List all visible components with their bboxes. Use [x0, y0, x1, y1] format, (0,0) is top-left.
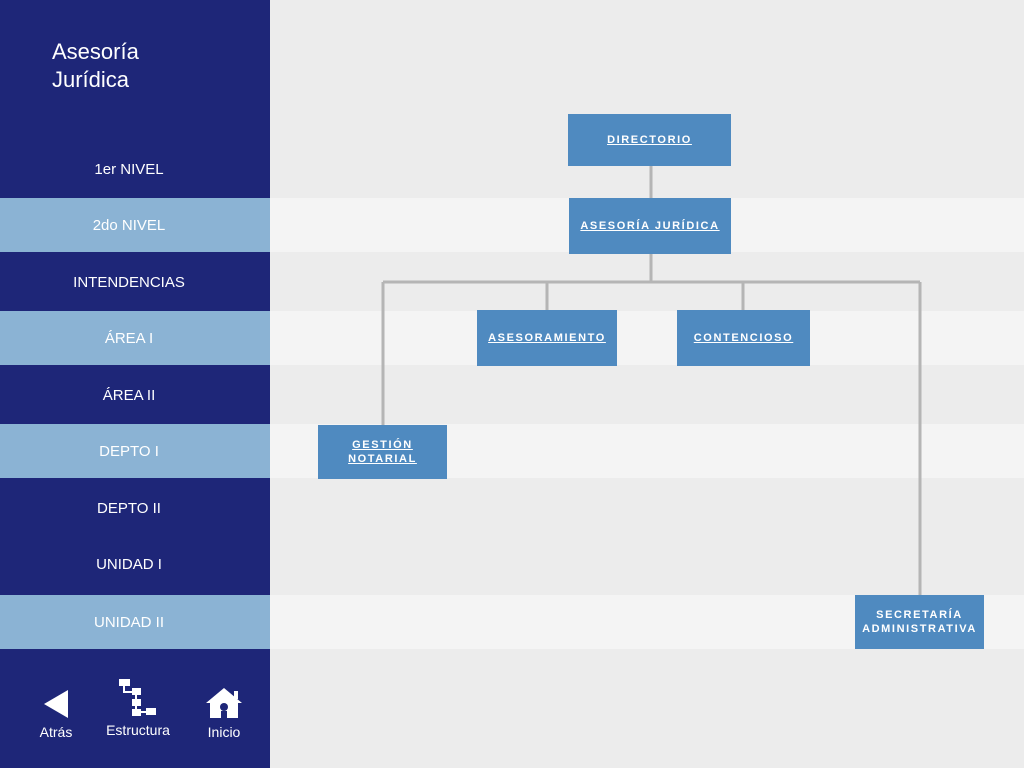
level-depto-ii[interactable]: DEPTO II [0, 481, 270, 535]
level-area-ii[interactable]: ÁREA II [0, 368, 270, 422]
level-label: DEPTO II [97, 499, 161, 517]
node-label: DIRECTORIO [607, 134, 692, 146]
home-button[interactable]: Inicio [184, 670, 264, 740]
node-label: SECRETARÍA ADMINISTRATIVA [862, 609, 977, 635]
node-asesoria-juridica[interactable]: ASESORÍA JURÍDICA [569, 198, 731, 254]
structure-button[interactable]: Estructura [98, 668, 178, 738]
structure-label: Estructura [106, 722, 170, 738]
org-structure-icon [119, 679, 156, 716]
node-secretaria-administrativa[interactable]: SECRETARÍA ADMINISTRATIVA [855, 595, 984, 649]
level-label: ÁREA I [104, 329, 154, 347]
sidebar: Asesoría Jurídica 1er NIVEL 2do NIVEL IN… [0, 0, 270, 768]
level-area-i[interactable]: ÁREA I [0, 311, 270, 365]
node-label: ASESORÍA JURÍDICA [580, 220, 720, 232]
level-label: ÁREA II [102, 386, 156, 404]
node-directorio[interactable]: DIRECTORIO [568, 114, 731, 166]
level-label: UNIDAD II [93, 613, 164, 631]
home-label: Inicio [207, 724, 241, 740]
back-button[interactable]: Atrás [16, 670, 96, 740]
level-2do-nivel[interactable]: 2do NIVEL [0, 198, 270, 252]
node-label: ASESORAMIENTO [488, 332, 606, 344]
level-label: 2do NIVEL [92, 216, 166, 234]
level-label: DEPTO I [99, 442, 159, 460]
row-band [270, 311, 1024, 365]
level-1er-nivel[interactable]: 1er NIVEL [0, 142, 270, 196]
back-arrow-icon [44, 690, 68, 718]
back-label: Atrás [39, 724, 73, 740]
level-label: 1er NIVEL [94, 160, 164, 178]
node-gestion-notarial[interactable]: GESTIÓN NOTARIAL [318, 425, 447, 479]
node-contencioso[interactable]: CONTENCIOSO [677, 310, 810, 366]
level-label: UNIDAD I [96, 555, 162, 573]
node-label: GESTIÓN NOTARIAL [348, 439, 417, 465]
node-label: CONTENCIOSO [693, 332, 794, 344]
level-intendencias[interactable]: INTENDENCIAS [0, 255, 270, 309]
level-label: INTENDENCIAS [73, 273, 185, 291]
node-asesoramiento[interactable]: ASESORAMIENTO [477, 310, 617, 366]
level-unidad-ii[interactable]: UNIDAD II [0, 595, 270, 649]
page-title: Asesoría Jurídica [52, 39, 139, 92]
level-depto-i[interactable]: DEPTO I [0, 424, 270, 478]
level-unidad-i[interactable]: UNIDAD I [0, 537, 270, 591]
home-icon [206, 688, 242, 718]
